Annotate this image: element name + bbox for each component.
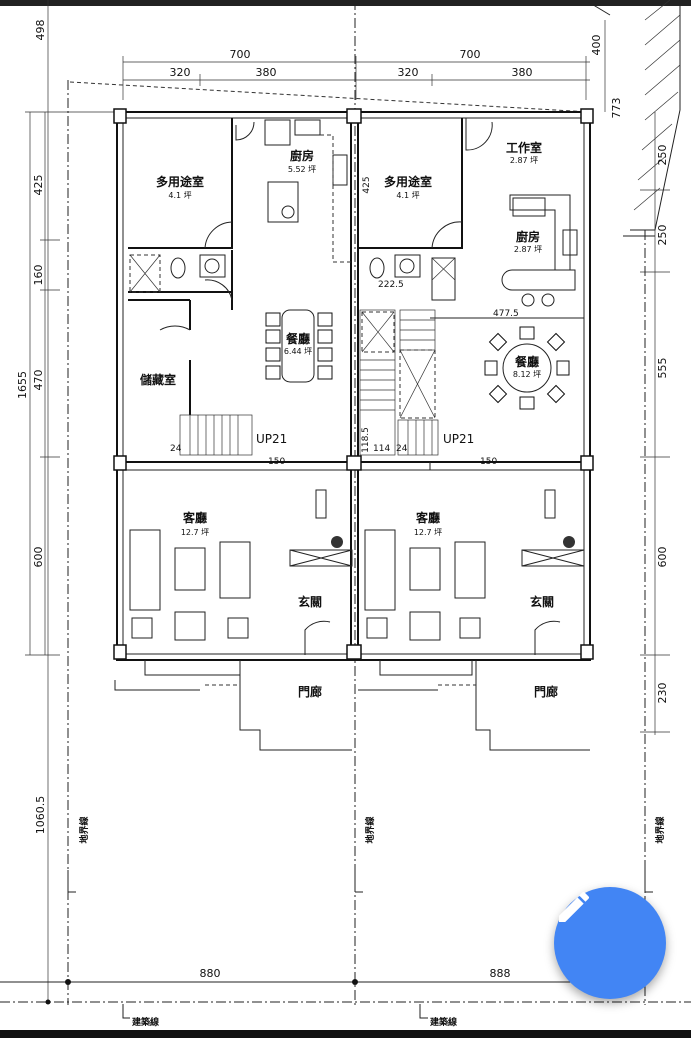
boundary-lines bbox=[0, 0, 691, 1005]
room-left-storage: 儲藏室 bbox=[140, 372, 176, 387]
building-line-label-right: 建築線 bbox=[430, 1016, 457, 1028]
area-right-workroom: 2.87 坪 bbox=[510, 156, 538, 165]
walls bbox=[113, 108, 594, 661]
dim-555: 555 bbox=[656, 358, 669, 379]
dim-230: 230 bbox=[656, 683, 669, 704]
dim-880: 880 bbox=[200, 967, 221, 980]
dim-380-right: 380 bbox=[512, 66, 533, 79]
dim-498: 498 bbox=[34, 20, 47, 41]
room-right-multipurpose: 多用途室 bbox=[384, 174, 432, 189]
dim-477-5: 477.5 bbox=[493, 309, 519, 319]
dim-320-right: 320 bbox=[398, 66, 419, 79]
room-right-porch: 門廊 bbox=[534, 684, 558, 699]
right-dimensions: 250 250 555 600 230 bbox=[640, 112, 670, 735]
dim-425-inner: 425 bbox=[362, 176, 372, 193]
dim-114: 114 bbox=[373, 444, 390, 454]
area-right-living: 12.7 坪 bbox=[414, 528, 442, 537]
boundary-label-left: 地界線 bbox=[78, 816, 90, 843]
dim-1060-5: 1060.5 bbox=[34, 796, 47, 835]
up21-right: UP21 bbox=[443, 432, 474, 446]
area-left-multipurpose: 4.1 坪 bbox=[168, 191, 191, 200]
dim-24-left: 24 bbox=[170, 444, 182, 454]
dim-400: 400 bbox=[590, 35, 603, 56]
area-right-kitchen: 2.87 坪 bbox=[514, 245, 542, 254]
room-left-foyer: 玄關 bbox=[298, 594, 322, 609]
dim-118-5: 118.5 bbox=[361, 427, 371, 453]
room-right-dining: 餐廳 bbox=[515, 354, 539, 369]
pencil-icon bbox=[559, 891, 589, 922]
building-line-label-left: 建築線 bbox=[132, 1016, 159, 1028]
fixtures bbox=[114, 119, 590, 751]
dim-250-a: 250 bbox=[656, 145, 669, 166]
room-right-kitchen: 廚房 bbox=[516, 229, 540, 244]
area-right-multipurpose: 4.1 坪 bbox=[396, 191, 419, 200]
dim-600-right: 600 bbox=[656, 547, 669, 568]
dim-380-left: 380 bbox=[256, 66, 277, 79]
dim-320-left: 320 bbox=[170, 66, 191, 79]
room-left-living: 客廳 bbox=[182, 510, 207, 525]
room-right-living: 客廳 bbox=[415, 510, 440, 525]
dim-150-right: 150 bbox=[480, 457, 497, 467]
room-left-dining: 餐廳 bbox=[286, 331, 310, 346]
top-dimensions: 700 700 320 380 320 380 400 773 bbox=[69, 0, 681, 237]
dim-24-right: 24 bbox=[396, 444, 408, 454]
boundary-label-middle: 地界線 bbox=[364, 816, 376, 843]
room-labels: 多用途室 4.1 坪 廚房 5.52 坪 餐廳 6.44 坪 儲藏室 客廳 12… bbox=[140, 140, 558, 699]
room-right-foyer: 玄關 bbox=[530, 594, 554, 609]
boundary-label-right: 地界線 bbox=[654, 816, 666, 843]
dim-888: 888 bbox=[490, 967, 511, 980]
dim-1655: 1655 bbox=[16, 371, 29, 399]
edit-fab-button[interactable] bbox=[554, 887, 666, 999]
dim-773: 773 bbox=[610, 98, 623, 119]
dim-600: 600 bbox=[32, 547, 45, 568]
area-right-dining: 8.12 坪 bbox=[513, 370, 541, 379]
bottom-labels: 880 888 地界線 地界線 地界線 建築線 建築線 bbox=[67, 816, 666, 1028]
room-left-porch: 門廊 bbox=[298, 684, 322, 699]
dim-470: 470 bbox=[32, 370, 45, 391]
up21-left: UP21 bbox=[256, 432, 287, 446]
dim-150-left: 150 bbox=[268, 457, 285, 467]
dim-700-left: 700 bbox=[230, 48, 251, 61]
dim-425: 425 bbox=[32, 175, 45, 196]
area-left-living: 12.7 坪 bbox=[181, 528, 209, 537]
annotations: UP21 UP21 150 150 222.5 477.5 425 118.5 … bbox=[170, 176, 519, 467]
dim-160: 160 bbox=[32, 265, 45, 286]
dim-250-b: 250 bbox=[656, 225, 669, 246]
dim-700-right: 700 bbox=[460, 48, 481, 61]
area-left-kitchen: 5.52 坪 bbox=[288, 165, 316, 174]
dim-222-5: 222.5 bbox=[378, 280, 404, 290]
room-left-kitchen: 廚房 bbox=[290, 148, 314, 163]
area-left-dining: 6.44 坪 bbox=[284, 347, 312, 356]
room-left-multipurpose: 多用途室 bbox=[156, 174, 204, 189]
navigation-bar bbox=[0, 1030, 691, 1038]
status-bar bbox=[0, 0, 691, 6]
room-right-workroom: 工作室 bbox=[506, 140, 542, 155]
left-dimensions: 498 1655 425 160 470 600 1060.5 bbox=[16, 0, 115, 1000]
